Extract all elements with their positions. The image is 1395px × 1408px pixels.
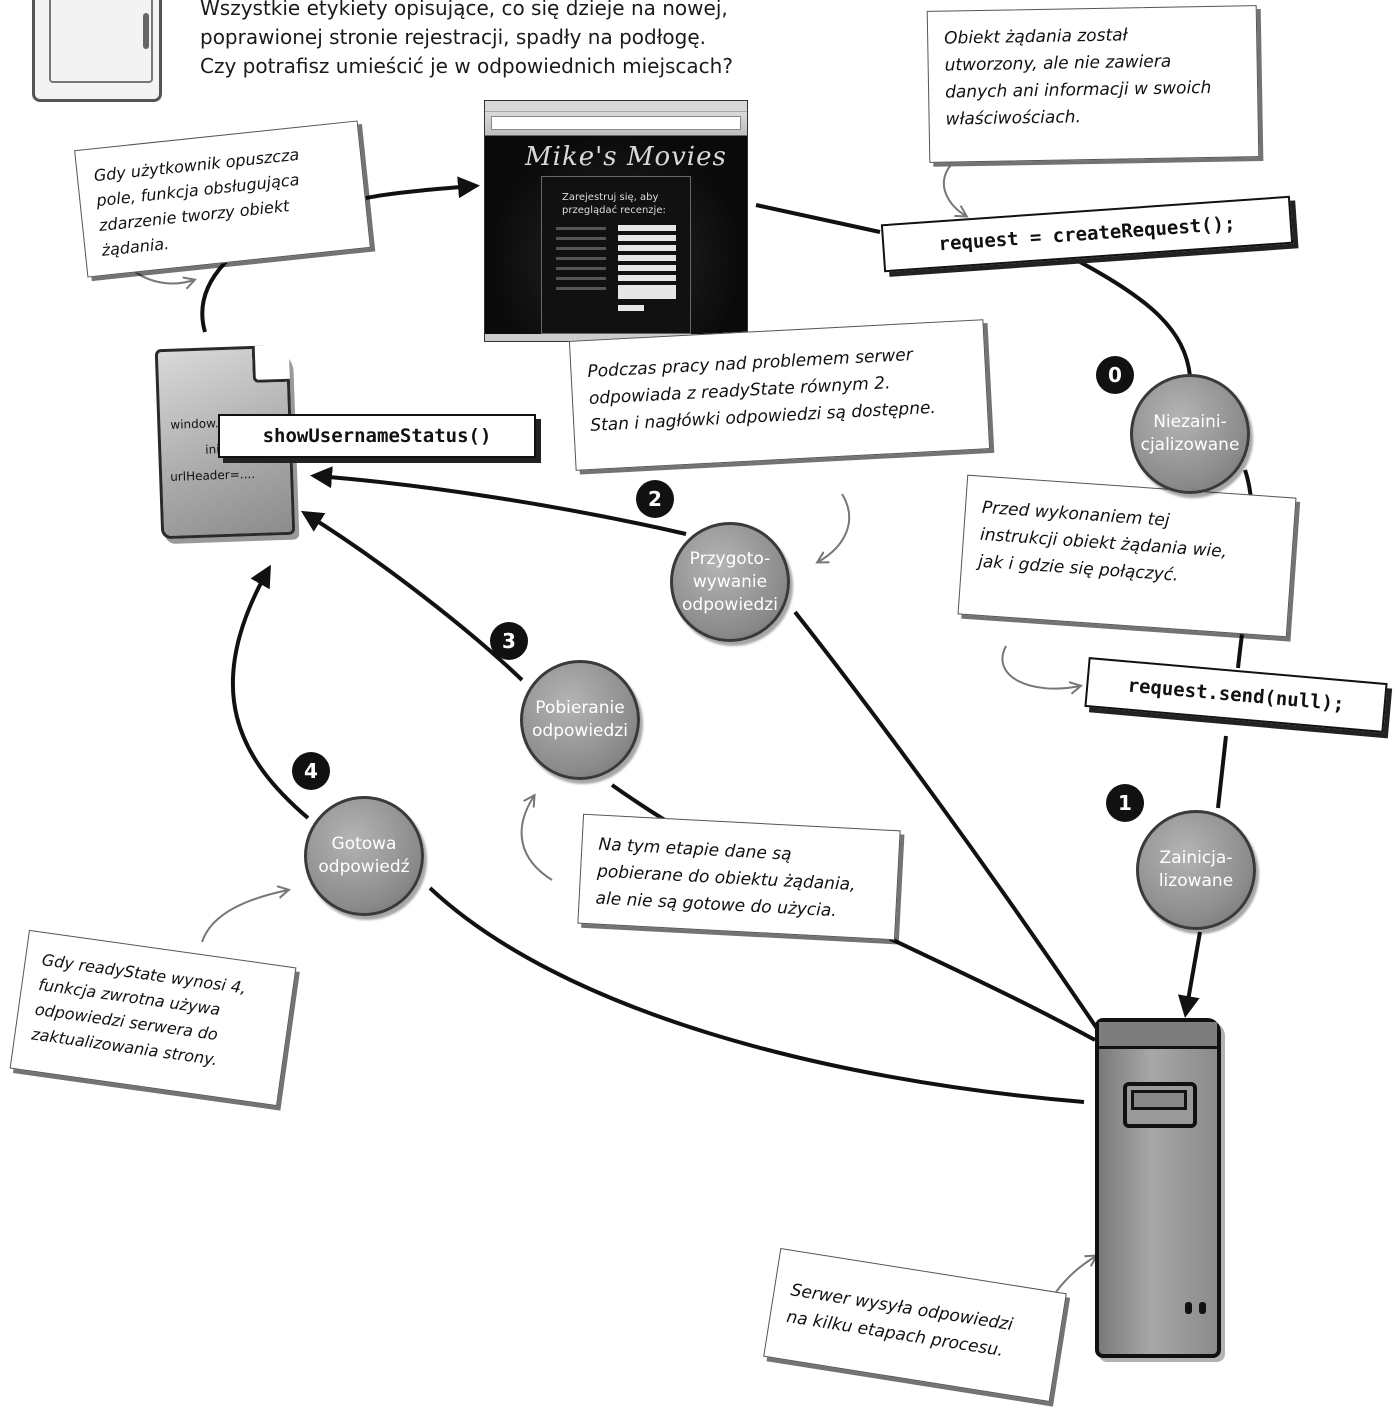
state-circle-initialized: Zainicja- lizowane xyxy=(1136,810,1256,930)
state-circle-response-ready: Gotowa odpowiedź xyxy=(304,796,424,916)
intro-line: Czy potrafisz umieścić je w odpowiednich… xyxy=(200,54,733,78)
flow-state3-to-doc xyxy=(300,510,524,682)
state-badge-3: 3 xyxy=(490,622,528,660)
code-callback: showUsernameStatus() xyxy=(218,414,536,458)
flow-state2-to-doc xyxy=(310,466,687,536)
state-badge-1: 1 xyxy=(1106,784,1144,822)
form-heading: Zarejestruj się, aby przeglądać recenzje… xyxy=(562,192,666,216)
flow-server-to-state4 xyxy=(428,886,1085,1104)
note-request-created: Obiekt żądania został utworzony, ale nie… xyxy=(926,5,1260,163)
flow-state1-to-server xyxy=(1177,931,1202,1018)
state-badge-2: 2 xyxy=(636,480,674,518)
fridge-icon xyxy=(32,0,162,102)
state-badge-4: 4 xyxy=(292,752,330,790)
doc-text-line: urlHeader=.... xyxy=(169,466,256,484)
site-logo: Mike's Movies xyxy=(525,142,727,172)
state-circle-uninitialized: Niezaini- cjalizowane xyxy=(1130,374,1250,494)
pointer-server-note xyxy=(1055,1256,1096,1293)
state-badge-0: 0 xyxy=(1096,356,1134,394)
browser-toolbar xyxy=(485,101,747,136)
server-icon xyxy=(1095,1018,1221,1358)
registration-form: Zarejestruj się, aby przeglądać recenzje… xyxy=(541,176,691,334)
doc-text-line: window. xyxy=(170,416,219,432)
flow-state4-to-doc xyxy=(230,564,310,820)
pointer-downloading-note xyxy=(520,796,553,881)
note-downloading: Na tym etapie dane są pobierane do obiek… xyxy=(577,813,901,941)
intro-text: Wszystkie etykiety opisujące, co się dzi… xyxy=(200,0,840,81)
browser-screenshot: Mike's Movies Zarejestruj się, aby przeg… xyxy=(484,100,748,342)
flow-browser-to-request xyxy=(755,203,881,234)
note-server-readystate-2: Podczas pracy nad problemem serwer odpow… xyxy=(568,319,991,471)
state-circle-preparing-response: Przygoto- wywanie odpowiedzi xyxy=(670,522,790,642)
flow-server-to-state2 xyxy=(793,610,1100,1032)
state-circle-downloading-response: Pobieranie odpowiedzi xyxy=(520,660,640,780)
note-before-send: Przed wykonaniem tej instrukcji obiekt ż… xyxy=(957,474,1297,638)
pointer-readystate2-note xyxy=(818,493,851,562)
intro-line: Wszystkie etykiety opisujące, co się dzi… xyxy=(200,0,728,20)
flow-send-to-state1 xyxy=(1216,735,1228,809)
pointer-request-note xyxy=(942,165,966,216)
pointer-readystate4-note xyxy=(201,890,288,943)
flow-request-to-state0 xyxy=(1079,260,1192,377)
pointer-before-send-note xyxy=(1001,645,1080,689)
intro-line: poprawionej stronie rejestracji, spadły … xyxy=(200,25,706,49)
